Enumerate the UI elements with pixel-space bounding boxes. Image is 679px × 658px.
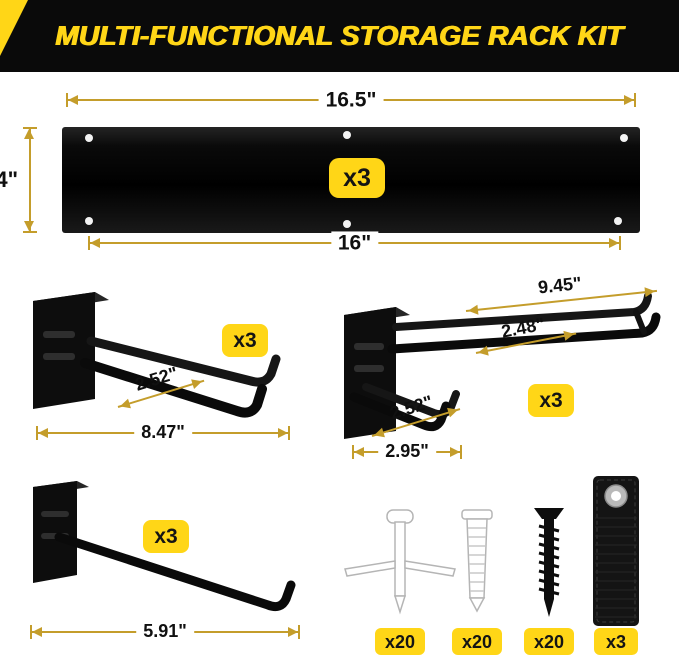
double-hook-graphic: [33, 292, 281, 418]
hook-arm-rear: [86, 336, 281, 387]
dim-arrow: [24, 129, 34, 139]
dim-tick: [23, 127, 37, 129]
hook-arm-front: [80, 358, 267, 418]
dim-arrow: [450, 447, 460, 457]
dimension-label: 2.95": [378, 441, 436, 462]
dim-arrow: [624, 95, 634, 105]
screw-icon: [534, 508, 564, 617]
expansion-anchor-icon: [461, 509, 493, 613]
rail-hole: [343, 131, 351, 139]
rail-hole: [620, 134, 628, 142]
hook-plate-slot: [354, 365, 384, 372]
dim-tick: [634, 93, 636, 107]
dim-tick: [66, 93, 68, 107]
qty-badge-strap: x3: [594, 628, 638, 655]
rail-hole: [85, 217, 93, 225]
rail-hole: [614, 217, 622, 225]
dim-tick: [88, 236, 90, 250]
dim-arrow: [32, 627, 42, 637]
dim-arrow: [644, 286, 656, 298]
dim-tick: [288, 426, 290, 440]
rack-hook-front: [349, 392, 451, 432]
qty-badge-expansion-anchor: x20: [452, 628, 502, 655]
rack-hook-graphic: [344, 292, 661, 439]
hook-plate-slot: [43, 353, 75, 360]
dim-arrow: [278, 428, 288, 438]
dim-arrow: [68, 95, 78, 105]
qty-badge-flat-hook: x3: [143, 520, 189, 553]
hook-plate-slot: [41, 511, 69, 517]
hardware-graphics: [344, 476, 639, 626]
dim-tick: [30, 625, 32, 639]
dimension-label: 16": [330, 231, 379, 255]
qty-badge-rack-hook: x3: [528, 384, 574, 417]
hook-plate-slot: [43, 331, 75, 338]
toggle-anchor-icon: [344, 509, 456, 615]
dim-arrow: [90, 238, 100, 248]
dim-arrow: [467, 304, 479, 316]
hook-plate-slot: [354, 343, 384, 350]
qty-badge-double-hook: x3: [222, 324, 268, 357]
qty-badge-screw: x20: [524, 628, 574, 655]
page-title: MULTI-FUNCTIONAL STORAGE RACK KIT: [55, 20, 624, 51]
dimension-label: 4": [0, 167, 20, 193]
strap-icon: [593, 476, 639, 626]
header-banner: MULTI-FUNCTIONAL STORAGE RACK KIT: [0, 0, 679, 72]
dimension-label: 8.47": [134, 422, 192, 443]
dim-arrow: [563, 329, 576, 341]
dim-tick: [36, 426, 38, 440]
dim-arrow: [24, 221, 34, 231]
dim-arrow: [609, 238, 619, 248]
dim-arrow: [477, 345, 489, 358]
rail-hole: [343, 220, 351, 228]
dim-tick: [23, 231, 37, 233]
dimension-label: 5.91": [136, 621, 194, 642]
rack-crossbar: [633, 309, 647, 335]
hook-arm: [54, 532, 296, 611]
dim-arrow: [38, 428, 48, 438]
qty-badge-rail: x3: [329, 158, 385, 198]
dim-arrow: [354, 447, 364, 457]
dim-line: [29, 127, 31, 233]
dimension-label: 16.5": [318, 88, 384, 112]
flat-hook-graphic: [33, 481, 296, 611]
dim-tick: [352, 445, 354, 459]
dim-tick: [619, 236, 621, 250]
dim-tick: [298, 625, 300, 639]
hook-back-plate: [33, 481, 77, 583]
rail-hole: [85, 134, 93, 142]
hook-back-plate: [33, 292, 95, 409]
dim-tick: [460, 445, 462, 459]
dim-arrow: [288, 627, 298, 637]
qty-badge-toggle-anchor: x20: [375, 628, 425, 655]
